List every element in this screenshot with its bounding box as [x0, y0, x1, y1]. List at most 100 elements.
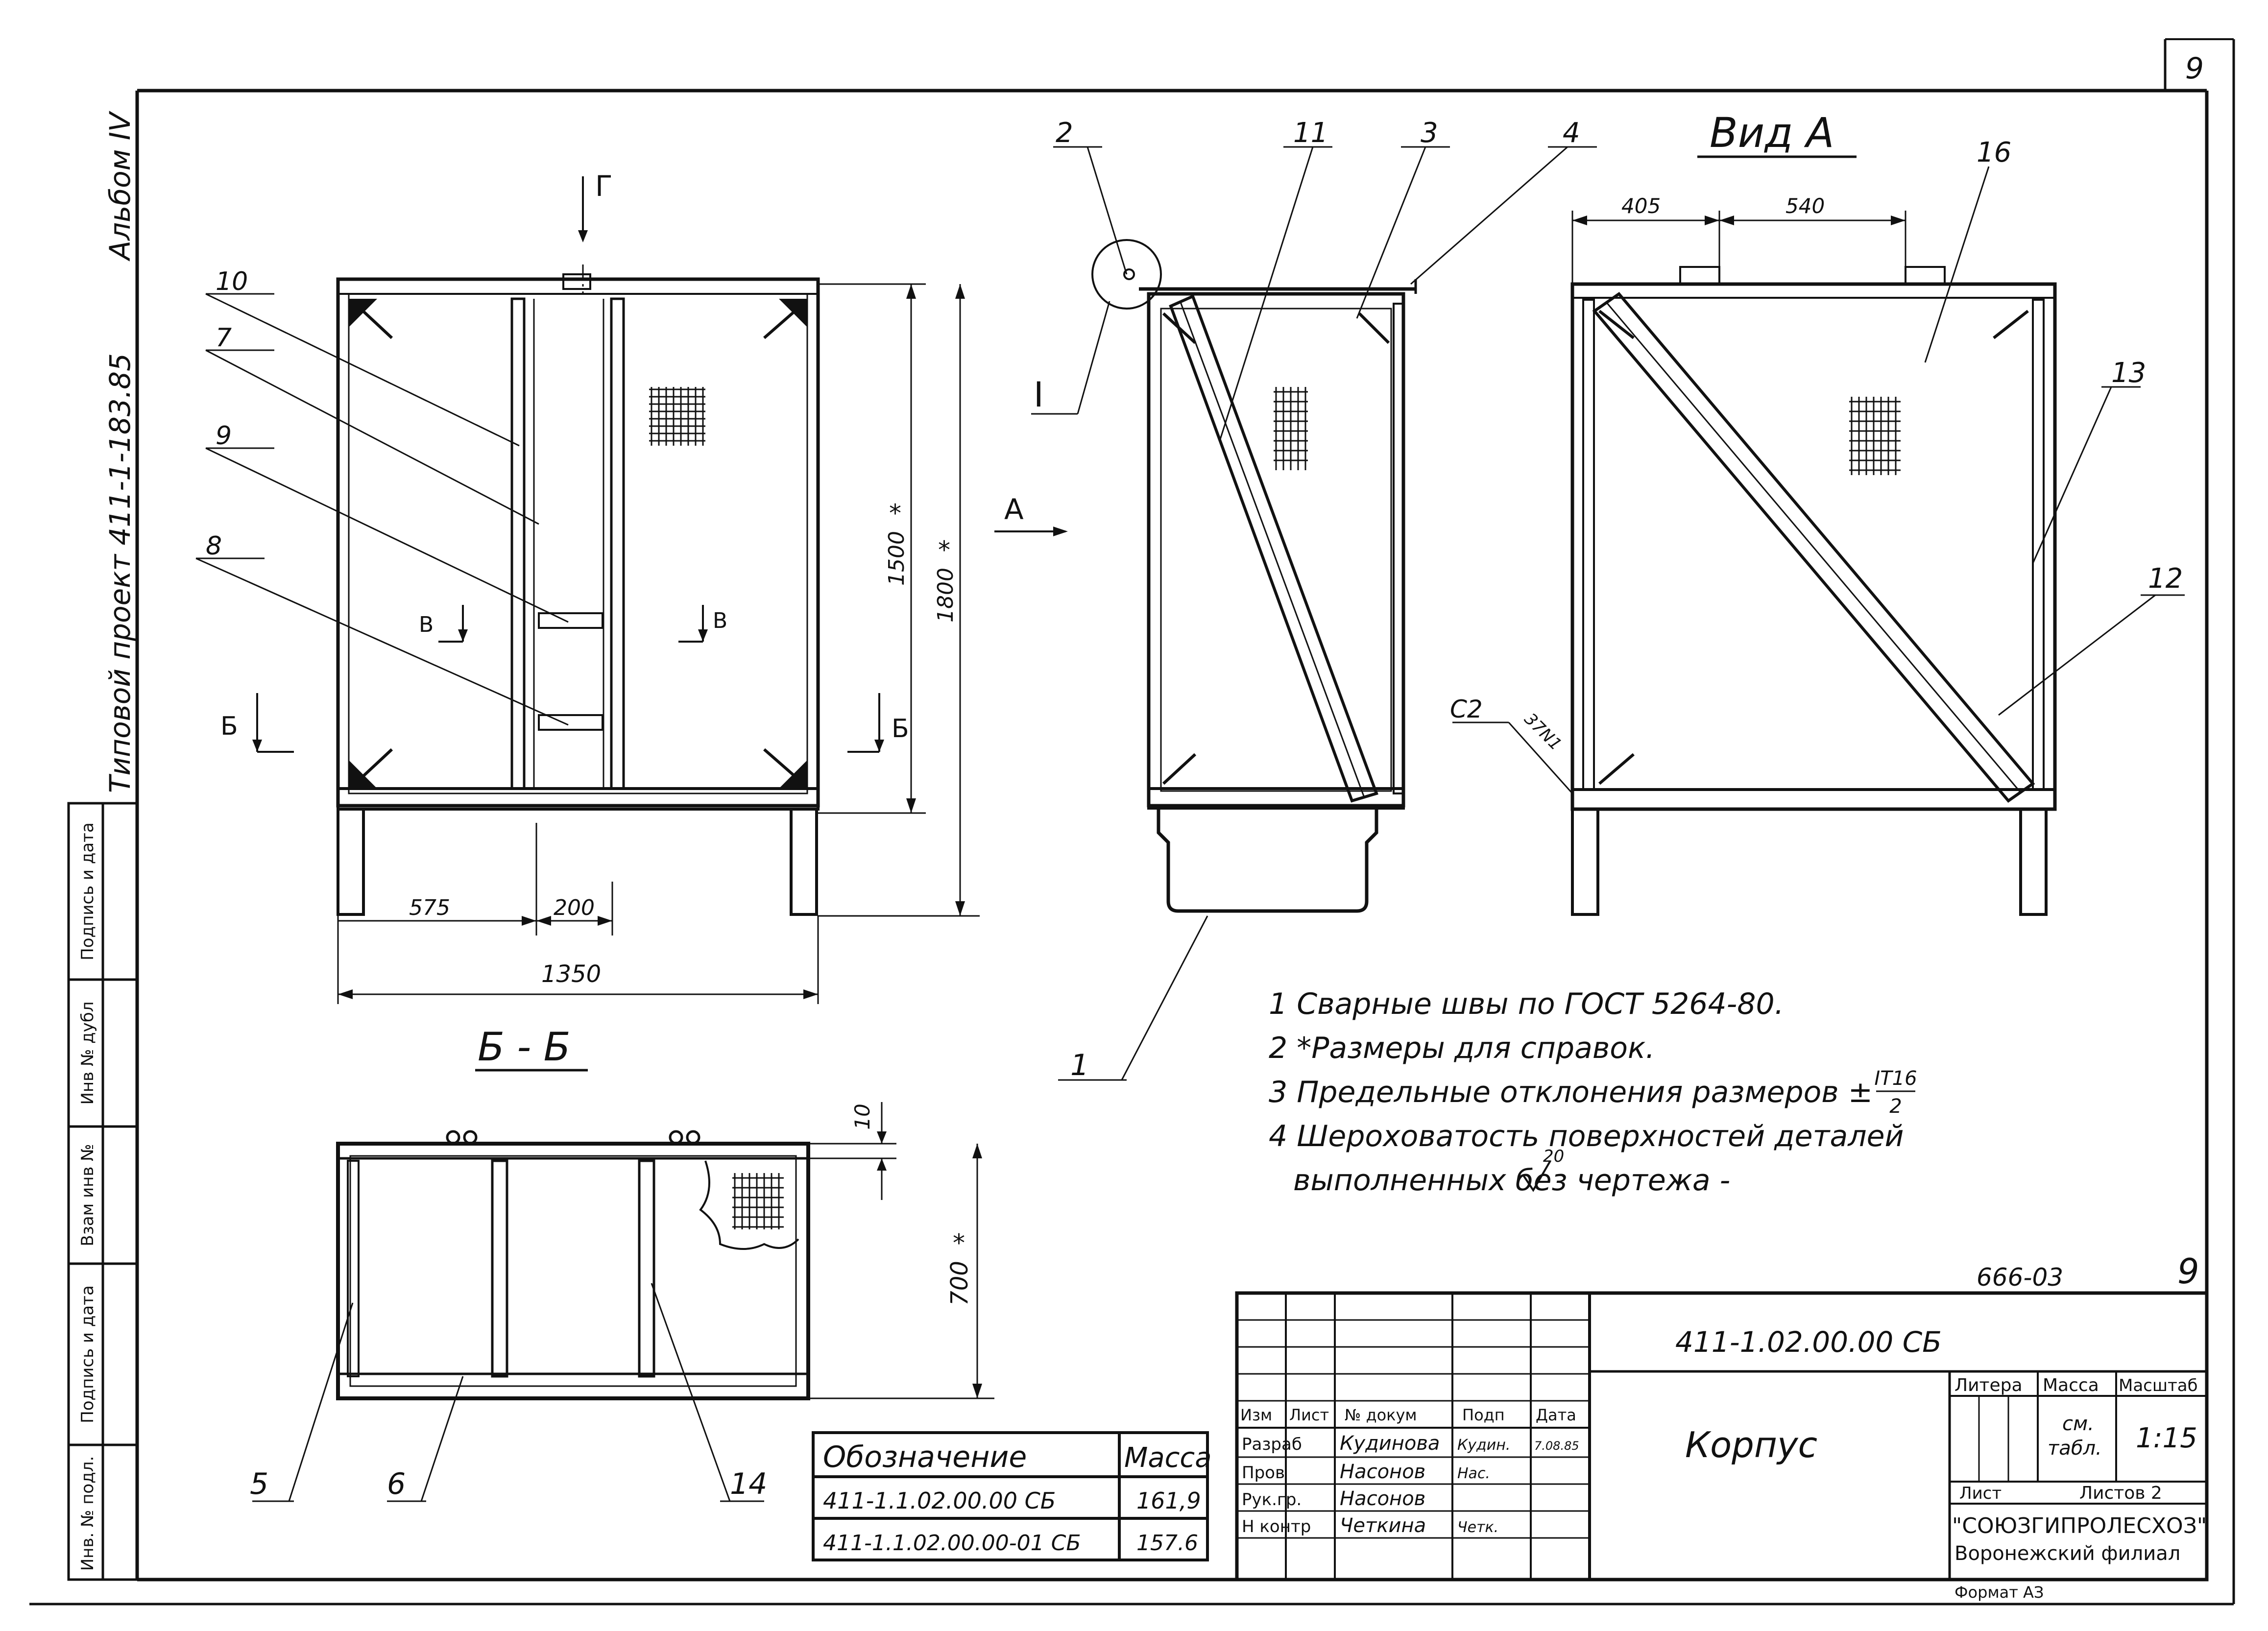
- list-label: Лист: [1959, 1484, 2002, 1503]
- mass-table: [812, 1431, 1209, 1561]
- roughness-value: 20: [1543, 1147, 1564, 1166]
- masshtab-label: Масштаб: [2119, 1376, 2198, 1395]
- sheets-label: Листов 2: [2079, 1483, 2162, 1503]
- role-n-kontr: Н контр: [1242, 1517, 1311, 1536]
- side-stamp-label-1: Подпись и дата: [78, 822, 97, 960]
- callout-4: 4: [1563, 117, 1580, 149]
- section-v-left-label: В: [419, 612, 434, 637]
- callout-7: 7: [216, 323, 232, 353]
- col-header-izm: Изм: [1240, 1406, 1272, 1424]
- sheet-number: 9: [2185, 51, 2204, 86]
- view-a-arrow-label: A: [1004, 493, 1024, 526]
- role-ruk-gr: Рук.гр.: [1242, 1490, 1302, 1510]
- dim-575: 575: [409, 895, 450, 920]
- dim-405: 405: [1621, 194, 1661, 218]
- mass-table-row2-code: 411-1.1.02.00.00-01 СБ: [823, 1531, 1081, 1556]
- mass-value-2: табл.: [2048, 1437, 2102, 1460]
- name-razrab: Кудинова: [1340, 1432, 1440, 1455]
- callout-9: 9: [216, 421, 232, 451]
- section-v-right-label: В: [713, 608, 727, 633]
- dim-200: 200: [554, 895, 595, 920]
- front-view: [195, 176, 1068, 1004]
- callout-6: 6: [387, 1467, 406, 1501]
- name-n-kontr: Четкина: [1340, 1514, 1426, 1537]
- date-razrab: 7.08.85: [1534, 1439, 1579, 1453]
- dim-1500: 1500: [884, 531, 909, 586]
- dim-540: 540: [1785, 194, 1825, 218]
- dim-1800: 1800: [933, 568, 958, 623]
- mass-table-row1-code: 411-1.1.02.00.00 СБ: [823, 1487, 1056, 1514]
- title-block-sheet-mark: 9: [2177, 1251, 2199, 1292]
- sign-n-kontr: Четк.: [1457, 1519, 1498, 1536]
- section-g-label: Г: [595, 169, 612, 203]
- mass-value-1: см.: [2062, 1413, 2094, 1435]
- title-block: [1235, 1291, 2209, 1582]
- note-3-frac-top: IT16: [1874, 1067, 1917, 1090]
- mass-table-header-mass: Масса: [1124, 1442, 1212, 1474]
- callout-2: 2: [1056, 117, 1073, 149]
- note-4: 4 Шероховатость поверхностей деталей: [1269, 1119, 1904, 1153]
- note-2: 2 *Размеры для справок.: [1269, 1031, 1655, 1065]
- name-ruk-gr: Насонов: [1340, 1487, 1425, 1510]
- note-3: 3 Предельные отклонения размеров ±: [1269, 1075, 1873, 1109]
- col-header-sign: Подп: [1462, 1406, 1505, 1424]
- callout-16: 16: [1977, 137, 2011, 168]
- callout-14: 14: [730, 1467, 767, 1501]
- col-header-docnum: № докум: [1345, 1406, 1417, 1424]
- document-code: 411-1.02.00.00 СБ: [1675, 1325, 1942, 1359]
- section-b-right-label: Б: [892, 714, 909, 744]
- detail-label: I: [1034, 375, 1044, 415]
- section-bb-title: Б - Б: [478, 1024, 571, 1070]
- part-name: Корпус: [1685, 1424, 1817, 1465]
- callout-1: 1: [1070, 1048, 1089, 1082]
- callout-13: 13: [2111, 357, 2146, 389]
- dim-700-star: *: [953, 1229, 965, 1257]
- roughness-symbol: [1522, 1160, 1551, 1192]
- view-a: [1452, 155, 2185, 916]
- weld-c2-label: C2: [1450, 695, 1483, 723]
- side-stamp-label-3: Взам инв №: [78, 1144, 97, 1246]
- sign-razrab: Кудин.: [1457, 1437, 1510, 1454]
- format-label: Формат АЗ: [1954, 1583, 2044, 1602]
- weld-symbol-label: 37N1: [1520, 709, 1566, 754]
- dim-10: 10: [850, 1103, 874, 1129]
- mass-table-row1-mass: 161,9: [1136, 1487, 1201, 1514]
- drawing-frame: [29, 38, 2235, 1606]
- dim-1800-star: *: [938, 536, 950, 564]
- dim-1350: 1350: [541, 960, 601, 988]
- sign-prov: Нас.: [1457, 1465, 1490, 1482]
- massa-label: Масса: [2043, 1375, 2099, 1395]
- callout-12: 12: [2148, 563, 2183, 595]
- callout-10: 10: [216, 267, 248, 296]
- callout-5: 5: [250, 1467, 268, 1501]
- org-name: "СОЮЗГИПРОЛЕСХОЗ": [1952, 1513, 2207, 1538]
- side-stamp-label-4: Подпись и дата: [78, 1285, 97, 1423]
- mass-table-row2-mass: 157.6: [1136, 1531, 1198, 1556]
- role-prov: Пров: [1242, 1463, 1285, 1483]
- callout-3: 3: [1421, 117, 1438, 149]
- album-label: Альбом IV: [103, 110, 137, 262]
- note-3-frac-bottom: 2: [1889, 1095, 1902, 1118]
- mass-table-header-designation: Обозначение: [823, 1440, 1027, 1474]
- title-block-code-666: 666-03: [1977, 1263, 2063, 1292]
- col-header-date: Дата: [1536, 1406, 1576, 1424]
- org-branch: Воронежский филиал: [1954, 1542, 2180, 1565]
- note-1: 1 Сварные швы по ГОСТ 5264-80.: [1269, 987, 1784, 1021]
- section-bb: [252, 1069, 994, 1502]
- side-stamp-label-2: Инв № дубл: [78, 1001, 97, 1104]
- litera-label: Литера: [1954, 1375, 2023, 1395]
- dim-700: 700: [946, 1261, 973, 1306]
- role-razrab: Разраб: [1242, 1435, 1302, 1454]
- dim-1500-star: *: [889, 499, 901, 528]
- note-4-cont: выполненных без чертежа -: [1293, 1163, 1730, 1198]
- name-prov: Насонов: [1340, 1461, 1425, 1483]
- side-stamp-label-5: Инв. № подл.: [78, 1456, 97, 1571]
- callout-8: 8: [206, 531, 222, 561]
- section-b-left-label: Б: [220, 712, 238, 741]
- project-label: Типовой проект 411-1-183.85: [103, 353, 137, 793]
- scale-value: 1:15: [2136, 1422, 2197, 1454]
- callout-11: 11: [1293, 117, 1328, 149]
- col-header-list: Лист: [1289, 1406, 1329, 1424]
- view-a-title: Вид А: [1710, 109, 1834, 157]
- side-stamp: [67, 802, 139, 1581]
